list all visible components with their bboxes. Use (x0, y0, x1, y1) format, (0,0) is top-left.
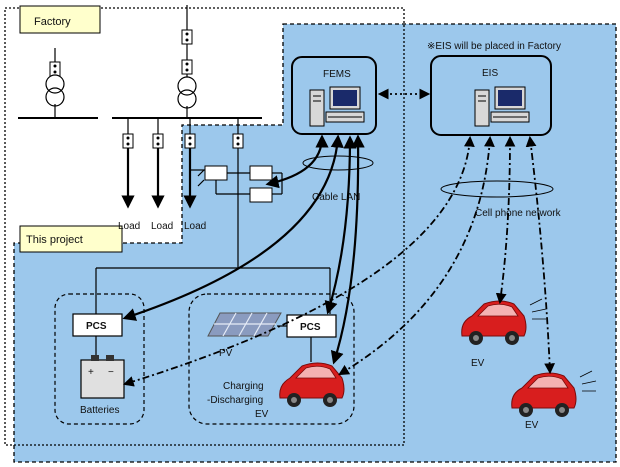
car-icon (511, 370, 597, 417)
load-label-1: Load (118, 221, 140, 232)
this-project-tag: This project (19, 225, 123, 253)
load-feeders (121, 148, 197, 209)
eis-label: EIS (482, 68, 498, 79)
ev-label-2: EV (525, 420, 539, 431)
eis-node[interactable]: EIS (430, 55, 552, 136)
computer-icon (474, 86, 530, 127)
transformer-icon (45, 74, 197, 109)
pcs-left[interactable]: PCS (72, 313, 123, 337)
factory-label: Factory (34, 16, 71, 28)
pcs-right[interactable]: PCS (286, 314, 337, 338)
batteries-label: Batteries (80, 405, 119, 416)
charging-label-2: -Discharging (207, 395, 263, 406)
charging-label-3: EV (255, 409, 269, 420)
svg-text:−: − (108, 367, 114, 378)
fems-label: FEMS (323, 69, 351, 80)
load-label-3: Load (184, 221, 206, 232)
charging-label-1: Charging (223, 381, 264, 392)
eis-wireless-links (122, 135, 556, 387)
eis-note: ※EIS will be placed in Factory (427, 41, 561, 52)
pcs-right-label: PCS (300, 322, 321, 333)
ev-label-1: EV (471, 358, 485, 369)
cell-network-label: Cell phone network (475, 208, 562, 219)
computer-icon (309, 86, 365, 127)
fems-node[interactable]: FEMS (291, 56, 377, 135)
load-label-2: Load (151, 221, 173, 232)
battery-icon: + − (80, 336, 125, 399)
svg-text:+: + (88, 367, 94, 378)
pcs-left-label: PCS (86, 321, 107, 332)
factory-boundary (4, 7, 405, 446)
pv-label: PV (219, 348, 233, 359)
factory-tag: Factory (19, 5, 101, 34)
this-project-label: This project (26, 234, 83, 246)
